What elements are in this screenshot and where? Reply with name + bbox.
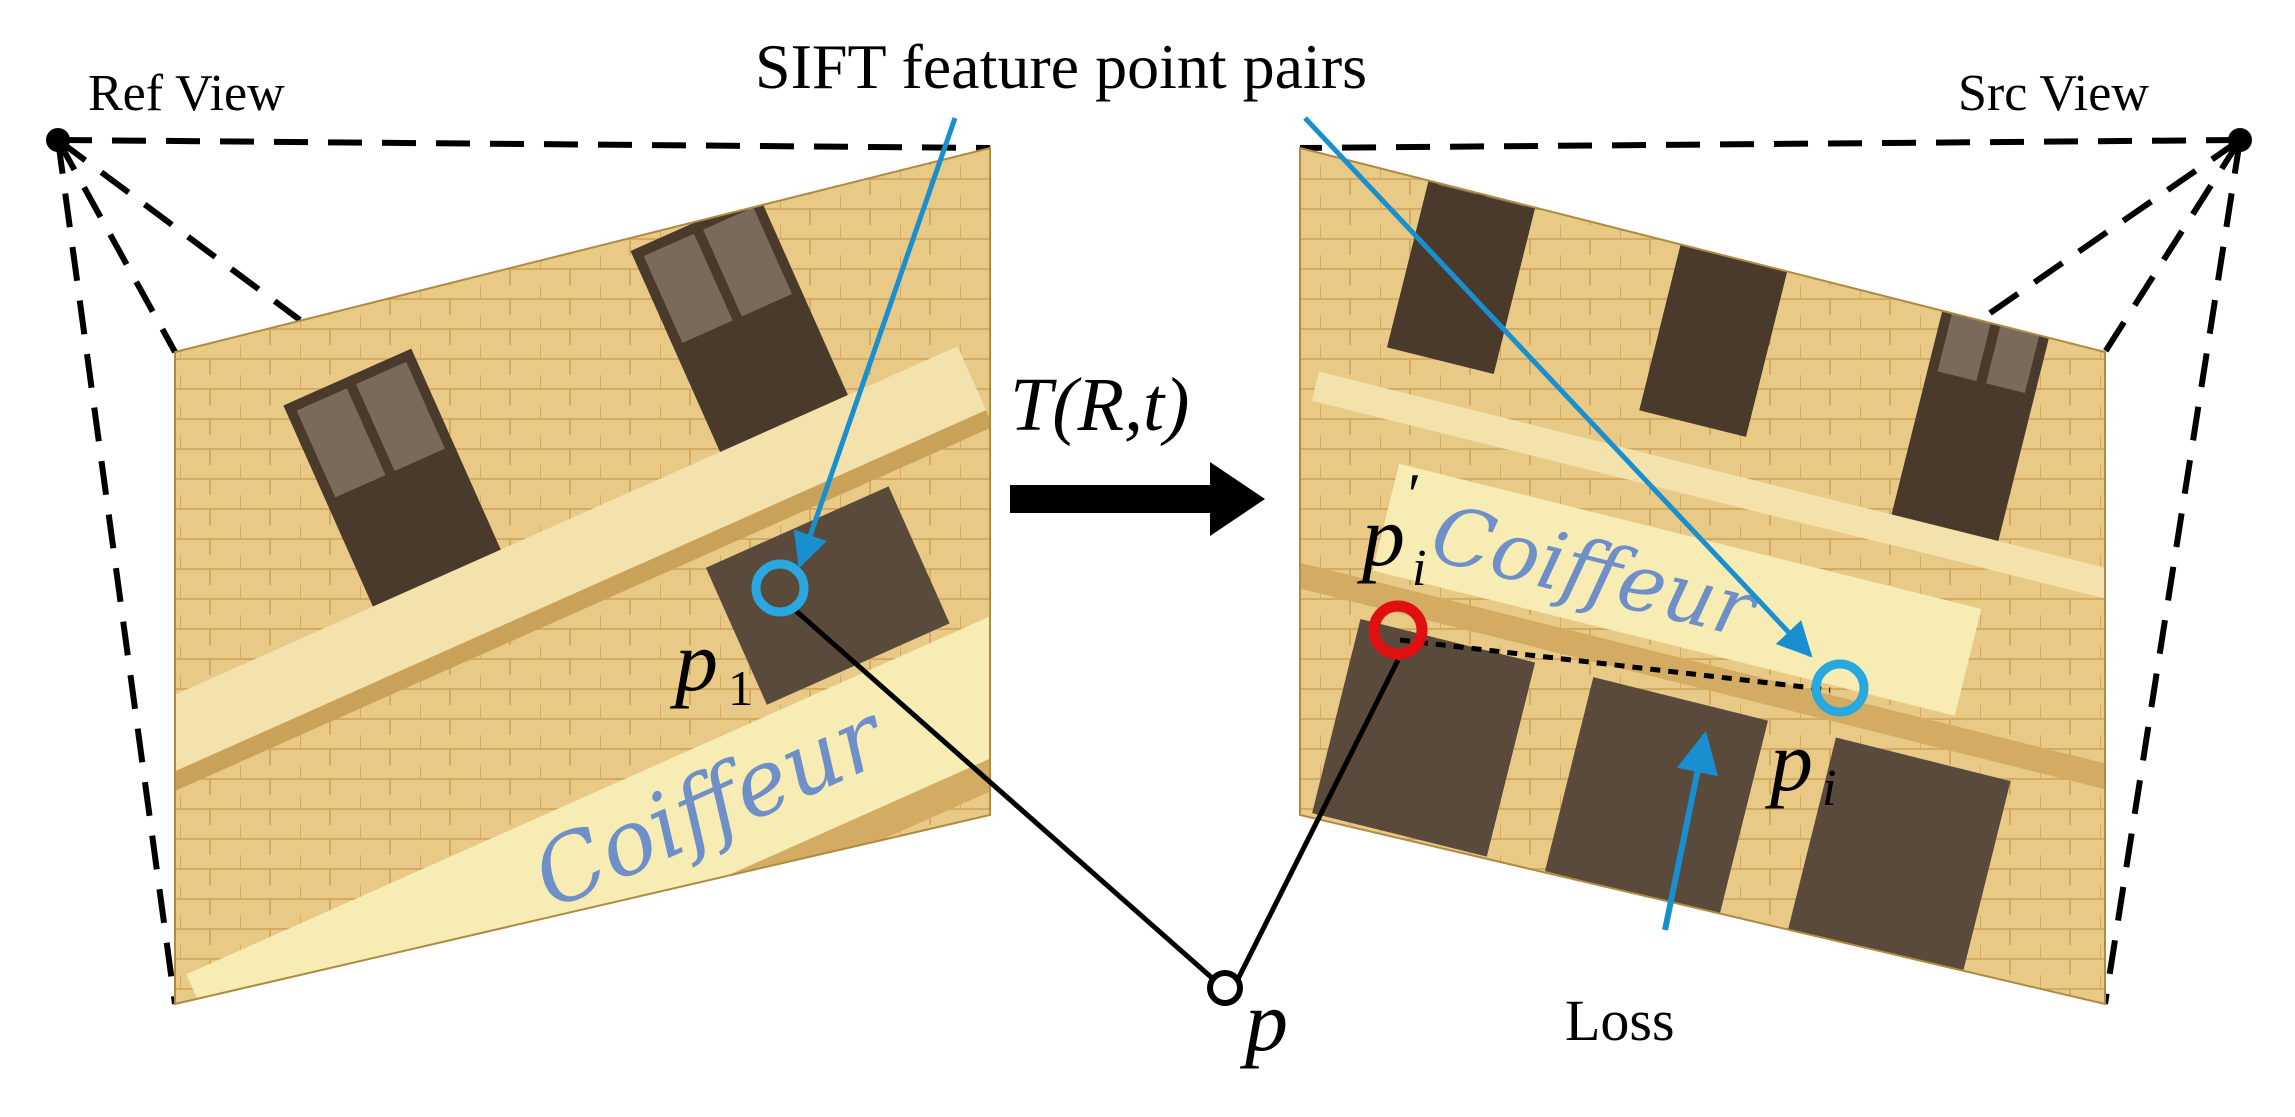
ref-view-border (174, 146, 991, 1006)
projected-point-pi-prime (1368, 600, 1428, 660)
src-camera-center (2228, 128, 2252, 152)
feature-point-p1 (751, 559, 809, 617)
transform-label: T(R,t) (1010, 363, 1189, 447)
loss-label: Loss (1565, 988, 1675, 1053)
src-view-border (1299, 146, 2106, 1006)
ref-view-image: Coiffeur (175, 148, 990, 1004)
svg-text:p: p (1356, 488, 1405, 584)
svg-text:i: i (1822, 760, 1836, 817)
svg-text:i: i (1412, 540, 1426, 597)
feature-point-pi (1811, 659, 1869, 717)
svg-text:p: p (1764, 713, 1813, 809)
ref-view-label: Ref View (88, 65, 285, 122)
loss-arrow (1662, 730, 1718, 931)
label-p: p (1239, 973, 1288, 1069)
ray-p1-to-p (793, 608, 1222, 987)
label-pi-prime: p ′ i (1356, 462, 1426, 597)
src-view-label: Src View (1958, 65, 2149, 122)
world-point-p (1207, 970, 1243, 1006)
svg-text:′: ′ (1408, 462, 1421, 528)
ray-pi-prime-to-p (1232, 658, 1401, 987)
label-p1: p 1 (669, 613, 753, 716)
sift-pairs-label: SIFT feature point pairs (755, 31, 1367, 102)
ref-camera-center (46, 128, 70, 152)
sift-arrow-right (1303, 116, 1813, 658)
transform-arrow (1010, 462, 1265, 536)
label-pi: p i (1764, 713, 1836, 817)
ref-view-frustum (55, 137, 991, 1005)
sift-arrow-left (793, 117, 958, 569)
src-view-frustum (1299, 137, 2243, 1005)
svg-text:p: p (669, 613, 718, 709)
svg-text:1: 1 (728, 660, 753, 716)
loss-dotted-line (1399, 637, 1831, 693)
